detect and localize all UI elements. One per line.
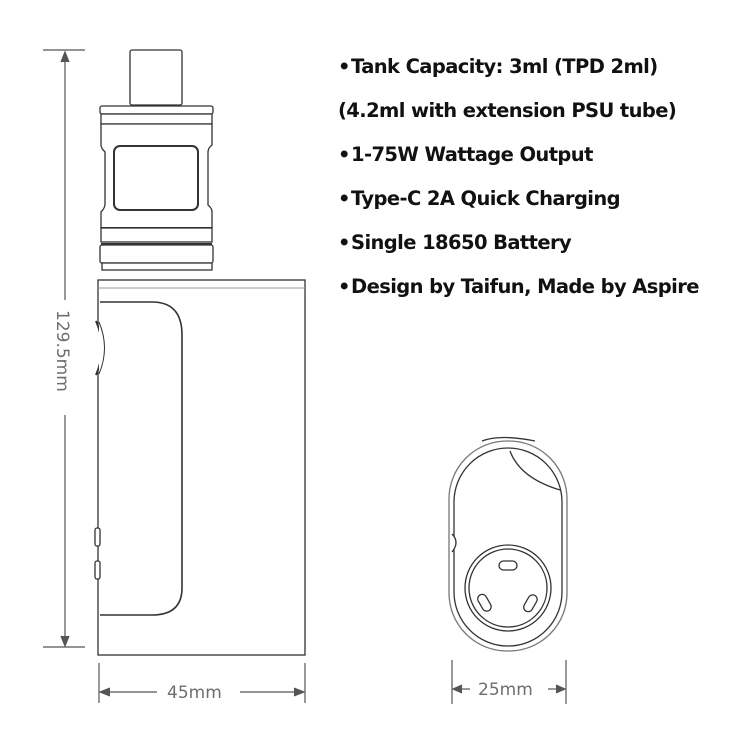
height-label: 129.5mm bbox=[52, 310, 72, 392]
mod-body bbox=[94, 279, 306, 656]
width-dimension bbox=[98, 663, 306, 703]
height-dimension bbox=[43, 49, 85, 648]
spec-charging: •Type-C 2A Quick Charging bbox=[338, 187, 621, 210]
spec-wattage: •1-75W Wattage Output bbox=[338, 143, 593, 166]
spec-tank-capacity: •Tank Capacity: 3ml (TPD 2ml) bbox=[338, 55, 658, 78]
bottom-view bbox=[448, 436, 568, 652]
spec-list: •Tank Capacity: 3ml (TPD 2ml) (4.2ml wit… bbox=[338, 52, 699, 316]
width-label: 45mm bbox=[167, 683, 222, 703]
depth-label: 25mm bbox=[478, 680, 533, 700]
depth-dimension bbox=[451, 660, 567, 704]
tank-atomizer bbox=[99, 49, 214, 271]
spec-tank-extension: (4.2ml with extension PSU tube) bbox=[338, 99, 677, 122]
spec-designer: •Design by Taifun, Made by Aspire bbox=[338, 275, 699, 298]
spec-battery: •Single 18650 Battery bbox=[338, 231, 572, 254]
